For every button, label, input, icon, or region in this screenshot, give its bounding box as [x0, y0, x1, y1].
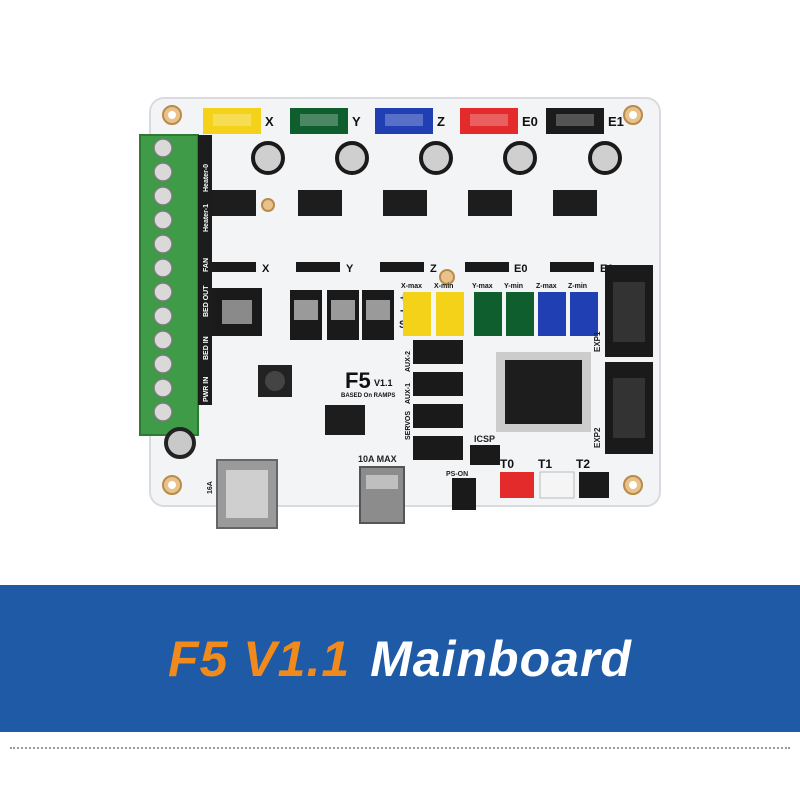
motor-connector — [203, 108, 261, 134]
pson-switch — [452, 478, 476, 510]
aux-label: SERVOS — [405, 411, 412, 440]
endstop-connector — [506, 292, 534, 336]
dotted-divider — [10, 747, 790, 749]
pson-label: PS-ON — [446, 471, 468, 478]
capacitor — [588, 141, 622, 175]
driver-chip — [298, 190, 342, 216]
servo-s-label: S — [399, 319, 406, 331]
driver-header — [380, 262, 424, 272]
endstop-label: Y-min — [504, 283, 523, 290]
terminal-screw — [153, 330, 173, 350]
exp-headers — [605, 265, 653, 454]
board-version: V1.1 — [374, 378, 393, 388]
mcu-chip — [496, 352, 591, 432]
axis-label: X — [265, 114, 274, 129]
fuse-label: 10A MAX — [358, 454, 397, 464]
terminal-label: PWR IN — [203, 377, 210, 402]
footer-area — [0, 732, 800, 800]
capacitor — [251, 141, 285, 175]
terminal-label: FAN — [203, 258, 210, 272]
banner-model: F5 V1.1 — [168, 630, 351, 687]
terminal-screw — [153, 378, 173, 398]
mosfets — [212, 288, 394, 340]
terminal-label: Heater-1 — [203, 204, 210, 232]
aux-header — [413, 340, 463, 364]
endstop-label: X-max — [401, 283, 422, 290]
endstop-label: Z-min — [568, 283, 587, 290]
terminal-label: BED IN — [203, 336, 210, 360]
capacitor — [335, 141, 369, 175]
driver-header — [465, 262, 509, 272]
terminal-screw — [153, 210, 173, 230]
endstop-connector — [436, 292, 464, 336]
driver-label: Y — [346, 263, 354, 275]
terminal-screw — [153, 354, 173, 374]
axis-label: Z — [437, 114, 445, 129]
driver-header — [296, 262, 340, 272]
driver-chip — [468, 190, 512, 216]
endstop-label: Z-max — [536, 283, 557, 290]
driver-label: E0 — [514, 263, 527, 275]
thermistor-label: T2 — [576, 457, 590, 471]
motor-connector — [546, 108, 604, 134]
driver-chip — [553, 190, 597, 216]
endstop-connector — [570, 292, 598, 336]
banner-title: Mainboard — [370, 630, 632, 687]
aux-label: AUX-1 — [405, 383, 412, 404]
thermistor-label: T1 — [538, 457, 552, 471]
motor-connector — [375, 108, 433, 134]
endstop-label: Y-max — [472, 283, 493, 290]
aux-label: AUX-2 — [405, 351, 412, 372]
fuse-small-label: 16A — [207, 481, 214, 494]
endstop-connector — [474, 292, 502, 336]
motor-connector — [290, 108, 348, 134]
icsp-label: ICSP — [474, 434, 495, 444]
driver-header — [550, 262, 594, 272]
axis-label: Y — [352, 114, 361, 129]
driver-chip — [383, 190, 427, 216]
mounting-holes — [162, 105, 643, 495]
driver-label: X — [262, 263, 270, 275]
terminal-screw — [153, 138, 173, 158]
board-logo: F5 — [345, 368, 371, 393]
driver-label: Z — [430, 263, 437, 275]
axis-label: E0 — [522, 114, 538, 129]
terminal-screw — [153, 186, 173, 206]
terminal-screw — [153, 306, 173, 326]
capacitor — [419, 141, 453, 175]
thermistor-label: T0 — [500, 457, 514, 471]
screw-terminal-block — [139, 134, 199, 436]
motor-connector — [460, 108, 518, 134]
driver-header — [212, 262, 256, 272]
driver-chip — [212, 190, 256, 216]
terminal-screw — [153, 258, 173, 278]
product-banner: F5 V1.1 Mainboard — [0, 585, 800, 732]
aux-header — [413, 436, 463, 460]
exp1-label: EXP1 — [593, 331, 602, 352]
aux-header — [413, 372, 463, 396]
endstop-label: X-min — [434, 283, 453, 290]
endstop-connector — [403, 292, 431, 336]
endstop-connector — [538, 292, 566, 336]
board-subtitle: BASED On RAMPS — [341, 393, 395, 399]
icsp-header — [470, 445, 500, 465]
terminal-screw — [153, 282, 173, 302]
terminal-screw — [153, 234, 173, 254]
terminal-label: BED OUT — [203, 285, 210, 317]
exp2-label: EXP2 — [593, 427, 602, 448]
terminal-screw — [153, 162, 173, 182]
thermistor-connectors — [500, 471, 609, 499]
axis-label: E1 — [608, 114, 624, 129]
electrolytic-cap — [164, 427, 196, 459]
capacitor — [503, 141, 537, 175]
reset-chip — [325, 405, 365, 435]
servo-minus-label: - — [400, 303, 404, 317]
terminal-screw — [153, 402, 173, 422]
terminal-label-strip — [198, 135, 212, 405]
aux-header — [413, 404, 463, 428]
terminal-label: Heater-0 — [203, 164, 210, 192]
